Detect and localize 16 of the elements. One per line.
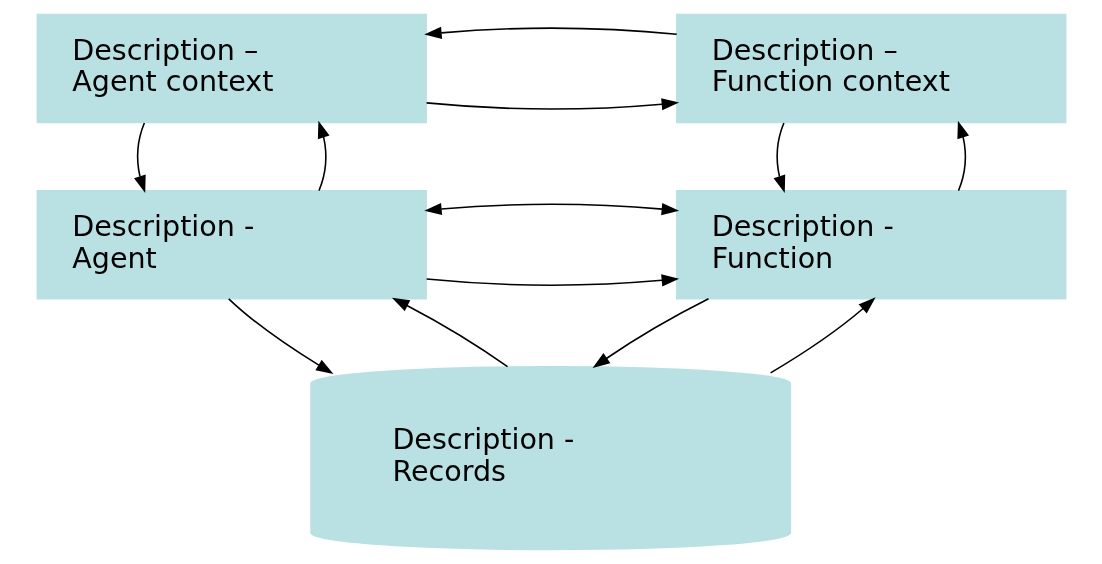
arrow bbox=[773, 122, 785, 193]
arrow bbox=[423, 26, 677, 39]
node-box: Description – Function context bbox=[675, 13, 1066, 124]
arrow bbox=[391, 297, 508, 368]
arrow bbox=[133, 122, 146, 193]
node-box: Description - Function bbox=[675, 189, 1066, 300]
node-box: Description - Agent bbox=[36, 189, 427, 300]
arrow bbox=[227, 298, 333, 375]
arrow bbox=[425, 274, 679, 287]
arrow bbox=[769, 297, 876, 374]
arrow bbox=[425, 98, 679, 111]
arrow bbox=[592, 298, 709, 369]
arrow bbox=[317, 120, 330, 192]
arrow bbox=[423, 202, 679, 216]
arrow bbox=[956, 120, 969, 192]
node-box: Description – Agent context bbox=[36, 13, 427, 124]
